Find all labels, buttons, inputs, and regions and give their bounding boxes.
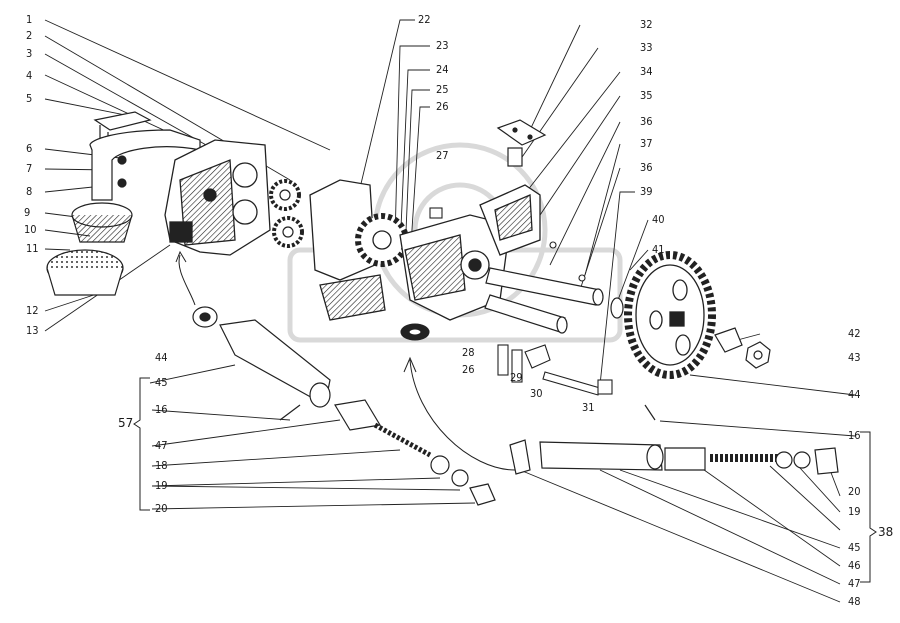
callout-40: 40 <box>652 213 665 226</box>
callout-46: 46 <box>848 559 861 572</box>
callout-26: 26 <box>462 363 475 376</box>
callout-28: 28 <box>462 346 475 359</box>
shafts <box>484 267 604 334</box>
callout-9: 9 <box>24 206 31 219</box>
callout-7: 7 <box>26 162 33 175</box>
callout-32: 32 <box>640 18 653 31</box>
callout-19: 19 <box>848 505 861 518</box>
pump-body-central <box>309 179 541 321</box>
callout-4: 4 <box>26 69 33 82</box>
callout-41: 41 <box>652 243 665 256</box>
pump-housing-left <box>164 139 271 256</box>
callout-34: 34 <box>640 65 653 78</box>
callout-47: 47 <box>848 577 861 590</box>
callout-13: 13 <box>26 324 39 337</box>
callout-44: 44 <box>155 351 168 364</box>
callout-19: 19 <box>155 479 168 492</box>
group-label-left: 57 <box>118 416 134 430</box>
callout-44: 44 <box>848 388 861 401</box>
callout-35: 35 <box>640 89 653 102</box>
callout-12: 12 <box>26 304 39 317</box>
callout-16: 16 <box>848 429 861 442</box>
callout-37: 37 <box>640 137 653 150</box>
callout-36: 36 <box>640 115 653 128</box>
callout-5: 5 <box>26 92 33 105</box>
relief-valve-right <box>509 404 839 475</box>
callout-30: 30 <box>530 387 543 400</box>
washer-nut-right <box>610 297 771 369</box>
callout-23: 23 <box>436 39 449 52</box>
callout-39: 39 <box>640 185 653 198</box>
callout-22: 22 <box>418 13 431 26</box>
callout-20: 20 <box>848 485 861 498</box>
callout-29: 29 <box>510 371 523 384</box>
callout-16: 16 <box>155 403 168 416</box>
callout-20: 20 <box>155 502 168 515</box>
fasteners-small <box>400 323 613 396</box>
relief-valve-left <box>192 306 496 506</box>
group-bracket-right <box>860 431 877 583</box>
pins-and-keys <box>429 207 586 282</box>
cover-plate-top <box>496 119 547 167</box>
callout-6: 6 <box>26 142 33 155</box>
group-label-right: 38 <box>878 525 894 539</box>
callout-27: 27 <box>436 149 449 162</box>
callout-1: 1 <box>26 13 33 26</box>
callout-2: 2 <box>26 29 33 42</box>
callout-10: 10 <box>24 223 37 236</box>
group-bracket-left <box>133 377 150 511</box>
callout-3: 3 <box>26 47 33 60</box>
assembly-arrows <box>175 250 516 471</box>
strainer-screen <box>46 249 124 296</box>
callout-36: 36 <box>640 161 653 174</box>
oil-intake-pipe <box>71 111 201 243</box>
callout-25: 25 <box>436 83 449 96</box>
callout-42: 42 <box>848 327 861 340</box>
callout-24: 24 <box>436 63 449 76</box>
large-drive-gear <box>624 251 716 379</box>
callout-8: 8 <box>26 185 33 198</box>
callout-11: 11 <box>26 242 39 255</box>
callout-26: 26 <box>436 100 449 113</box>
callout-45: 45 <box>155 376 168 389</box>
callout-31: 31 <box>582 401 595 414</box>
callout-48: 48 <box>848 595 861 608</box>
callout-33: 33 <box>640 41 653 54</box>
callout-18: 18 <box>155 459 168 472</box>
drive-gear-small-pair <box>269 179 304 248</box>
callout-47: 47 <box>155 439 168 452</box>
callout-45: 45 <box>848 541 861 554</box>
callout-43: 43 <box>848 351 861 364</box>
